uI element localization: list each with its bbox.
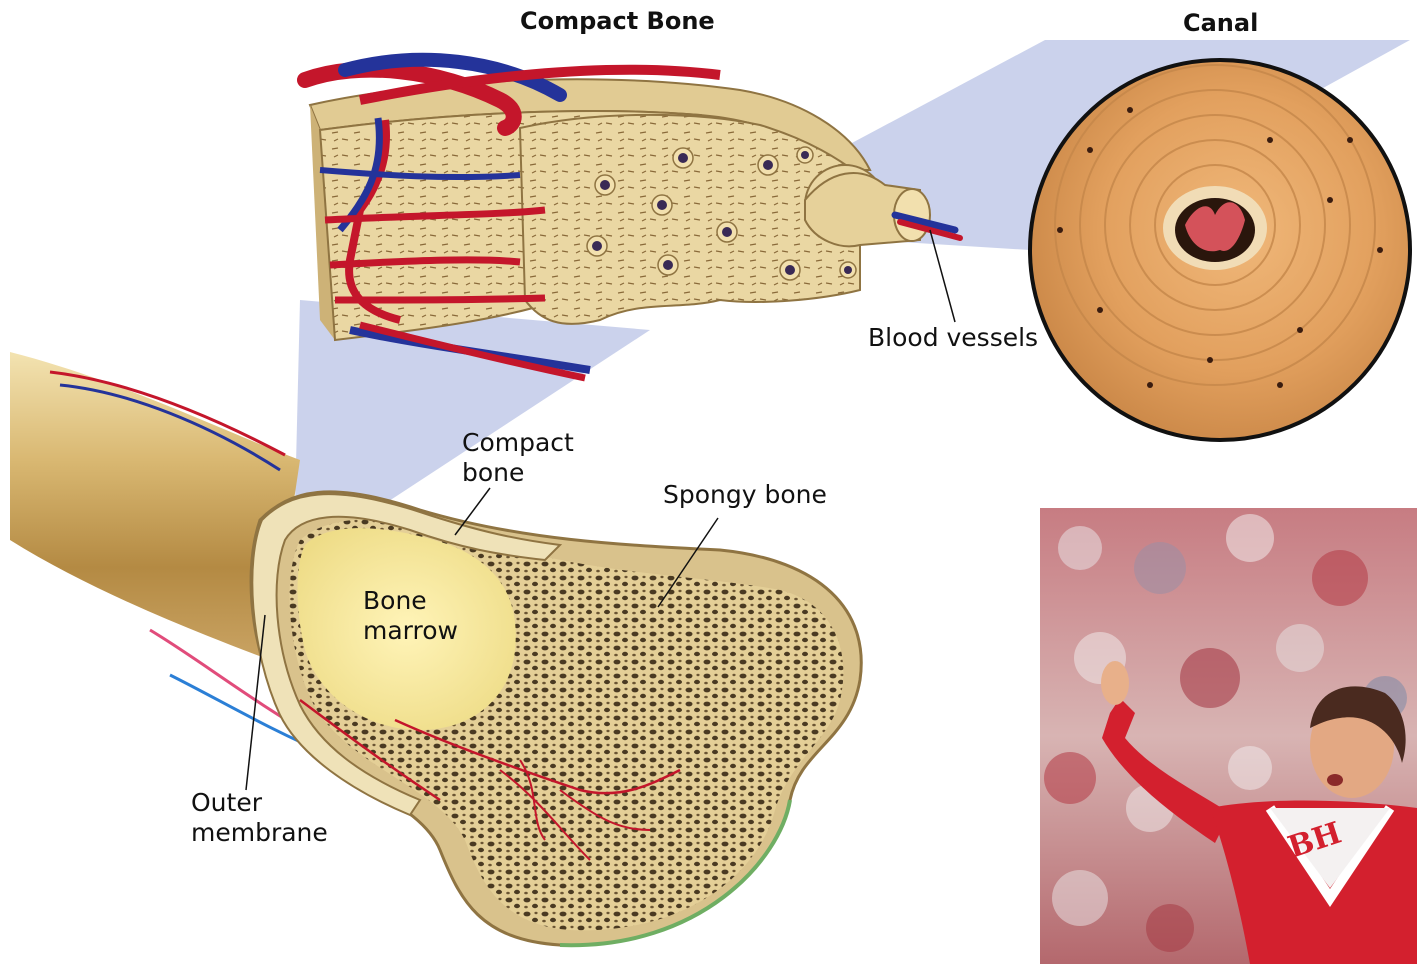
blood-vessels-label: Blood vessels: [868, 323, 1038, 353]
cheerleader-photo: BH: [1040, 508, 1417, 964]
bone-marrow-label-line1: Bone: [363, 586, 427, 616]
compact-bone-label-line1: Compact: [462, 428, 574, 458]
compact-bone-label-line2: bone: [462, 458, 524, 488]
outer-membrane-label-line2: membrane: [191, 818, 328, 848]
bone-marrow-label-line2: marrow: [363, 616, 458, 646]
outer-membrane-label-line1: Outer: [191, 788, 262, 818]
canal-micrograph: [1030, 60, 1410, 440]
compact-bone-title: Compact Bone: [520, 6, 715, 36]
spongy-bone-label: Spongy bone: [663, 480, 827, 510]
canal-title: Canal: [1183, 8, 1258, 38]
